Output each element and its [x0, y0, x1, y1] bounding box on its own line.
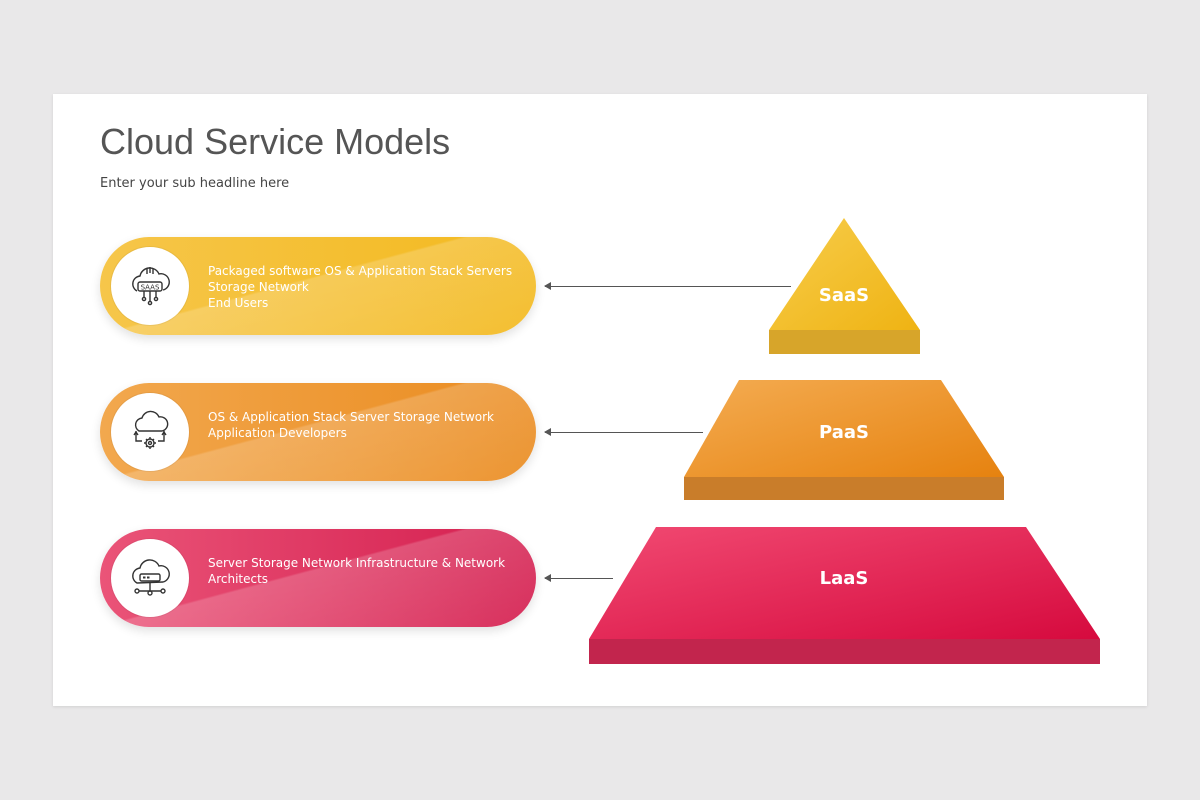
paas-line-2: Application Developers [208, 426, 347, 440]
laas-description: Server Storage Network Infrastructure & … [208, 555, 518, 587]
paas-tier [684, 380, 1004, 500]
slide: Cloud Service Models Enter your sub head… [53, 94, 1147, 706]
saas-connector-arrow [544, 282, 791, 290]
laas-tier [589, 527, 1100, 664]
laas-line-2: Architects [208, 572, 269, 586]
page-subtitle: Enter your sub headline here [100, 176, 290, 191]
saas-line-3: End Users [208, 296, 269, 310]
laas-tier-label: LaaS [819, 568, 869, 589]
laas-connector-arrow [544, 574, 613, 582]
saas-tier [769, 218, 920, 354]
page-title: Cloud Service Models [100, 121, 451, 162]
saas-tier-label: SaaS [818, 285, 870, 306]
service-pyramid [589, 218, 1100, 664]
paas-connector-arrow [544, 428, 703, 436]
paas-description: OS & Application Stack Server Storage Ne… [208, 409, 518, 441]
saas-line-2: Storage Network [208, 280, 309, 294]
paas-tier-label: PaaS [819, 422, 869, 443]
laas-line-1: Server Storage Network Infrastructure & … [208, 556, 506, 570]
cloud-server-icon [111, 539, 189, 617]
saas-line-1: Packaged software OS & Application Stack… [208, 264, 513, 278]
svg-text:SAAS: SAAS [141, 284, 160, 292]
paas-line-1: OS & Application Stack Server Storage Ne… [208, 410, 494, 424]
cloud-saas-icon: SAAS [111, 247, 189, 325]
cloud-gear-icon [111, 393, 189, 471]
saas-description: Packaged software OS & Application Stack… [208, 263, 518, 311]
